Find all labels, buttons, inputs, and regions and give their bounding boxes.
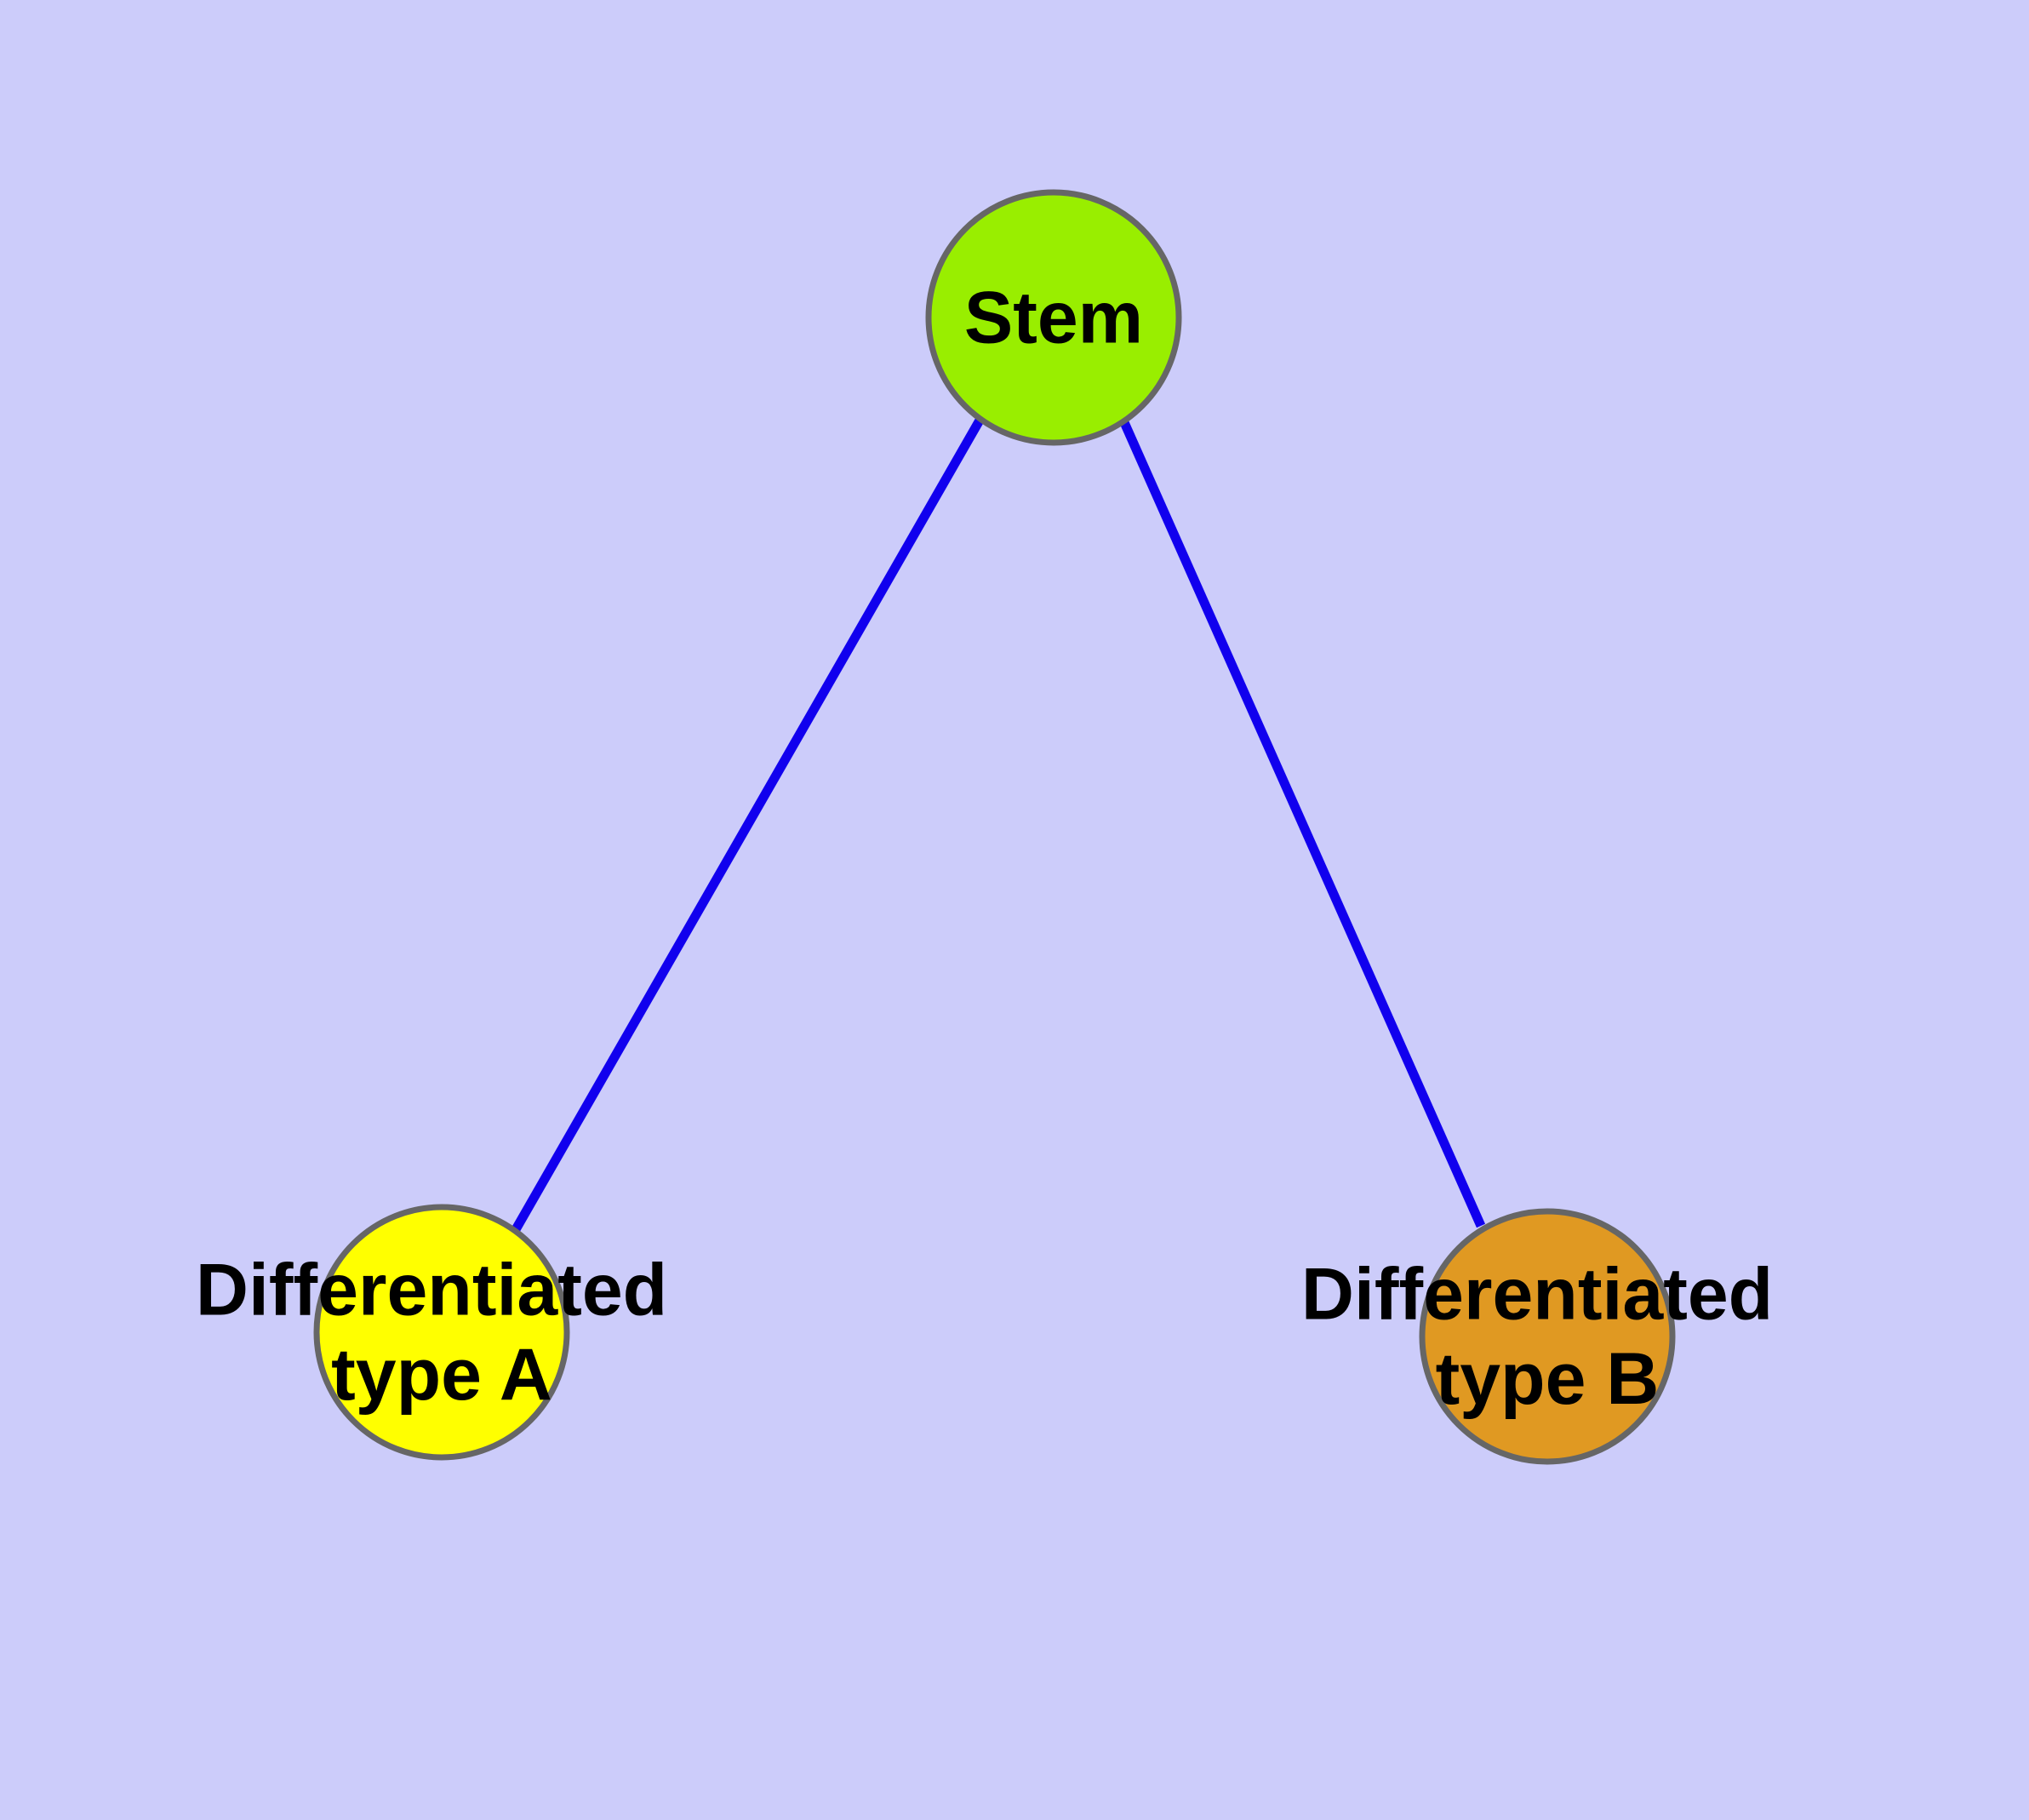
- edge-stem-to-diff-a[interactable]: [511, 416, 985, 1233]
- edges-group: [511, 416, 1486, 1233]
- node-label-diff-b: Differentiated type B: [1301, 1248, 1793, 1420]
- node-circle-diff-a[interactable]: [313, 1204, 570, 1461]
- node-circle-diff-b[interactable]: [1419, 1208, 1676, 1465]
- node-label-diff-b-line2: type B: [1436, 1338, 1660, 1420]
- labels-group: Differentiated type A Differentiated typ…: [196, 277, 1793, 1420]
- node-label-diff-a-line1: Differentiated: [196, 1249, 667, 1331]
- node-diff-a[interactable]: [313, 1204, 570, 1461]
- node-label-diff-b-line1: Differentiated: [1301, 1253, 1773, 1335]
- node-label-stem-line1: Stem: [964, 277, 1143, 358]
- node-label-diff-a-line2: type A: [331, 1334, 552, 1416]
- node-stem[interactable]: [925, 189, 1182, 446]
- node-label-diff-a: Differentiated type A: [196, 1244, 688, 1416]
- node-circle-stem[interactable]: [925, 189, 1182, 446]
- node-diff-b[interactable]: [1419, 1208, 1676, 1465]
- node-label-stem: Stem: [964, 277, 1143, 358]
- edge-stem-to-diff-b[interactable]: [1118, 418, 1486, 1228]
